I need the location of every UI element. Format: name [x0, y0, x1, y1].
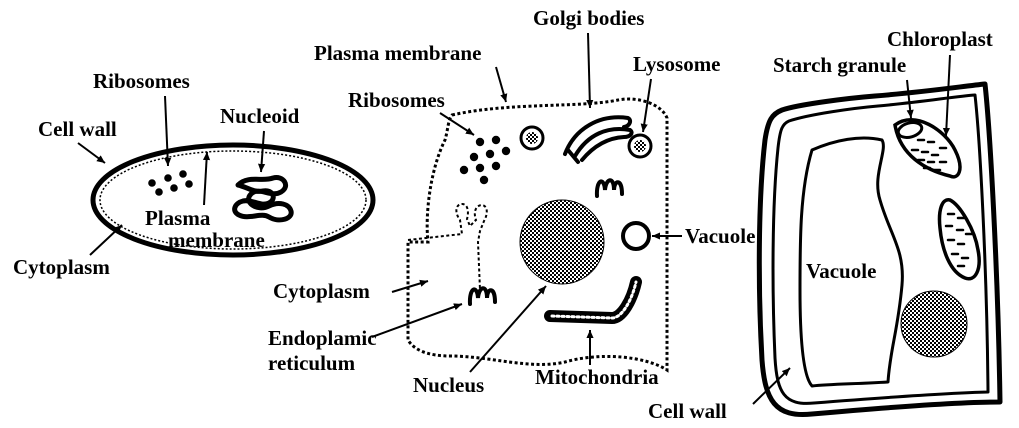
- mitochondria-label: Mitochondria: [535, 365, 659, 389]
- plant-vacuole-label: Vacuole: [806, 259, 876, 283]
- prokaryotic-cell: Ribosomes Nucleoid Cell wall Plasma memb…: [13, 69, 373, 279]
- nucleus-arrow: [470, 286, 546, 372]
- plant-cell-wall-label: Cell wall: [648, 399, 727, 423]
- animal-ribosomes-arrow: [440, 113, 474, 135]
- animal-cytoplasm-arrow: [392, 281, 428, 292]
- chloroplast-1: [895, 120, 960, 177]
- animal-ribosomes: [460, 136, 510, 184]
- lysosome-label: Lysosome: [633, 52, 721, 76]
- nucleus: [520, 200, 604, 284]
- animal-ribosomes-label: Ribosomes: [348, 88, 445, 112]
- animal-cell: Golgi bodies Plasma membrane Lysosome Ri…: [268, 6, 755, 397]
- nucleoid-dna: [235, 177, 292, 219]
- mitochondrion: [550, 282, 636, 318]
- prok-cytoplasm-label: Cytoplasm: [13, 255, 110, 279]
- prok-ribosomes-arrow: [165, 96, 168, 166]
- starch-label: Starch granule: [773, 53, 906, 77]
- animal-cytoplasm-label: Cytoplasm: [273, 279, 370, 303]
- animal-vacuole-label: Vacuole: [685, 224, 755, 248]
- er-coil-bottom: [470, 288, 495, 304]
- prok-cytoplasm-arrow: [90, 225, 122, 255]
- prok-plasma-label-1: Plasma: [145, 206, 211, 230]
- lysosome-1: [521, 127, 543, 149]
- chloroplast-2: [939, 200, 979, 279]
- lysosome-arrow: [643, 79, 651, 132]
- plasma-membrane-label: Plasma membrane: [314, 41, 481, 65]
- prok-nucleoid-label: Nucleoid: [220, 104, 300, 128]
- er-coil-top: [597, 180, 622, 196]
- golgi-label: Golgi bodies: [533, 6, 644, 30]
- prok-ribosomes-label: Ribosomes: [93, 69, 190, 93]
- golgi-arrow: [588, 33, 590, 108]
- chloroplast-arrow: [946, 55, 950, 136]
- er-label-2: reticulum: [268, 351, 356, 375]
- starch-arrow: [907, 80, 911, 118]
- prok-cell-wall-label: Cell wall: [38, 117, 117, 141]
- plant-nucleus: [901, 291, 967, 357]
- prok-plasma-label-2: membrane: [168, 228, 265, 252]
- plasma-membrane-arrow: [496, 67, 506, 102]
- golgi-bodies: [565, 117, 632, 162]
- nucleus-label: Nucleus: [413, 373, 484, 397]
- er-arrow: [372, 304, 462, 337]
- prok-plasma-arrow: [204, 152, 207, 205]
- prokaryote-ribosomes: [148, 170, 193, 196]
- lysosome-2: [629, 135, 651, 157]
- prok-cell-wall-arrow: [78, 143, 105, 163]
- er-outline: [408, 204, 487, 290]
- chloroplast-label: Chloroplast: [887, 27, 993, 51]
- animal-vacuole: [623, 223, 649, 249]
- er-label-1: Endoplamic: [268, 326, 377, 350]
